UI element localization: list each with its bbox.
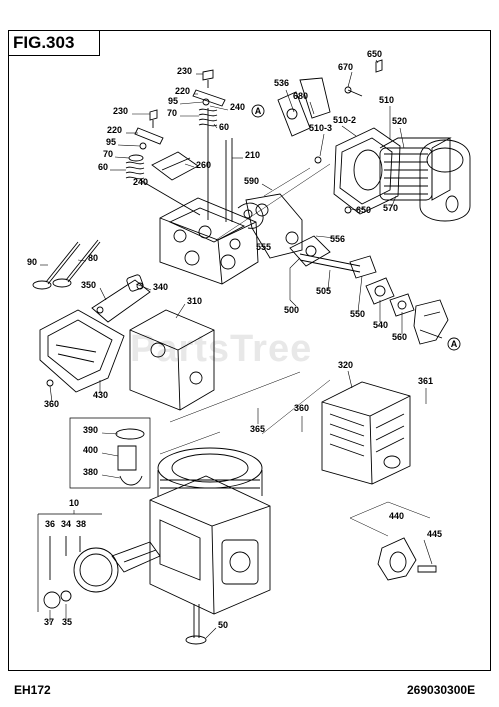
callout-34: 34 (61, 519, 71, 529)
callout-360: 360 (44, 399, 59, 409)
callout-95: 95 (168, 96, 178, 106)
valves (32, 239, 101, 290)
callout-361: 361 (418, 376, 433, 386)
callout-556: 556 (330, 234, 345, 244)
callout-365: 365 (250, 424, 265, 434)
callout-240: 240 (230, 102, 245, 112)
reference-markers: AA (251, 104, 461, 351)
callout-650: 650 (367, 49, 382, 59)
intake-insulator (245, 193, 449, 345)
marker-mA2: A (447, 337, 461, 351)
callout-570: 570 (383, 203, 398, 213)
figure-frame (8, 30, 491, 671)
callout-38: 38 (76, 519, 86, 529)
callout-35: 35 (62, 617, 72, 627)
watermark: PartsTree (130, 328, 313, 370)
callout-320: 320 (338, 360, 353, 370)
callout-labels: 2302209570240602302209570602402602105905… (27, 49, 442, 630)
callout-670: 670 (338, 62, 353, 72)
callout-505: 505 (316, 286, 331, 296)
muffler-310 (129, 309, 215, 411)
callout-540: 540 (373, 320, 388, 330)
callout-390: 390 (83, 425, 98, 435)
callout-590: 590 (244, 176, 259, 186)
callout-60: 60 (219, 122, 229, 132)
callout-680: 680 (293, 91, 308, 101)
callout-230: 230 (177, 66, 192, 76)
callout-260: 260 (196, 160, 211, 170)
svg-text:A: A (451, 339, 458, 349)
callout-210: 210 (245, 150, 260, 160)
cylinder-block (149, 447, 271, 645)
figure-title: FIG.303 (8, 30, 100, 56)
cylinder-head (159, 197, 264, 285)
governor-parts (69, 417, 151, 489)
callout-380: 380 (83, 467, 98, 477)
callout-350: 350 (81, 280, 96, 290)
callout-60: 60 (98, 162, 108, 172)
callout-220: 220 (107, 125, 122, 135)
callout-36: 36 (45, 519, 55, 529)
callout-550: 550 (350, 309, 365, 319)
muffler-cover-320 (321, 381, 411, 485)
callout-520: 520 (392, 116, 407, 126)
callout-230: 230 (113, 106, 128, 116)
part-code-label: 269030300E (407, 683, 476, 697)
callout-240: 240 (133, 177, 148, 187)
callout-70: 70 (103, 149, 113, 159)
callout-430: 430 (93, 390, 108, 400)
callout-360: 360 (294, 403, 309, 413)
cover-440 (377, 537, 437, 581)
callout-220: 220 (175, 86, 190, 96)
baffle-and-guide (39, 274, 151, 393)
callout-37: 37 (44, 617, 54, 627)
air-cleaner (277, 59, 471, 222)
callout-555: 555 (256, 242, 271, 252)
callout-510: 510 (379, 95, 394, 105)
callout-95: 95 (106, 137, 116, 147)
callout-90: 90 (27, 257, 37, 267)
callout-340: 340 (153, 282, 168, 292)
crankshaft-group (37, 513, 161, 612)
callout-445: 445 (427, 529, 442, 539)
callout-400: 400 (83, 445, 98, 455)
model-label: EH172 (14, 683, 51, 697)
callout-80: 80 (88, 253, 98, 263)
leader-lines (40, 59, 433, 639)
callout-510-2: 510-2 (333, 115, 356, 125)
callout-650: 650 (356, 205, 371, 215)
callout-70: 70 (167, 108, 177, 118)
callout-536: 536 (274, 78, 289, 88)
callout-510-3: 510-3 (309, 123, 332, 133)
callout-10: 10 (69, 498, 79, 508)
marker-mA1: A (251, 104, 265, 118)
callout-310: 310 (187, 296, 202, 306)
callout-50: 50 (218, 620, 228, 630)
svg-text:A: A (255, 106, 262, 116)
callout-560: 560 (392, 332, 407, 342)
callout-440: 440 (389, 511, 404, 521)
callout-500: 500 (284, 305, 299, 315)
